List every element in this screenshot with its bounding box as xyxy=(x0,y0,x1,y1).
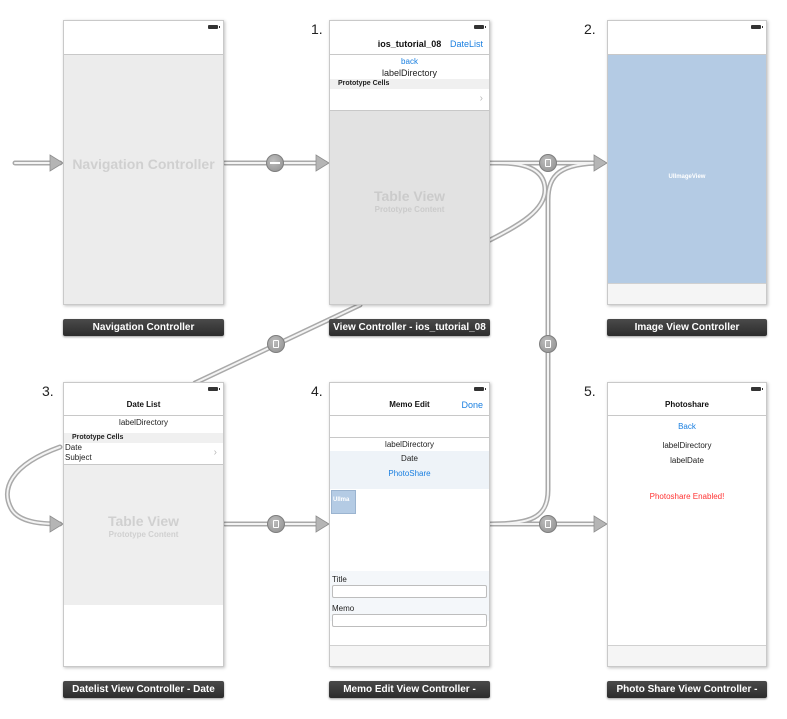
nav-bar-divider xyxy=(330,54,489,55)
prototype-cells-label: Prototype Cells xyxy=(72,434,124,441)
arrowhead-nav xyxy=(49,154,64,172)
memo-field[interactable] xyxy=(332,614,487,627)
prototype-cells-header xyxy=(330,79,489,89)
cell-date-label: Date xyxy=(65,443,82,452)
navigation-controller-scene[interactable]: Navigation Controller xyxy=(63,20,224,305)
label-directory: labelDirectory xyxy=(381,68,438,78)
memo-label: Memo xyxy=(332,604,355,613)
battery-icon xyxy=(208,25,220,29)
memo-nav-title: Memo Edit xyxy=(389,400,430,409)
image-thumbnail[interactable] xyxy=(331,490,356,514)
toolbar xyxy=(608,283,766,304)
toolbar xyxy=(608,645,766,666)
arrowhead-datelist xyxy=(49,515,64,533)
vc-nav-title: ios_tutorial_08 xyxy=(377,39,442,49)
table-view-title: Table View xyxy=(373,188,446,204)
nav-controller-body xyxy=(64,55,223,304)
image-view-controller-label[interactable]: Image View Controller xyxy=(607,319,767,336)
view-controller-label[interactable]: View Controller - ios_tutorial_08 xyxy=(329,319,490,336)
field-divider xyxy=(330,437,489,438)
prototype-content-label: Prototype Content xyxy=(108,530,179,539)
nav-bar-divider xyxy=(608,415,766,416)
push-segue-icon[interactable] xyxy=(539,154,557,172)
battery-icon xyxy=(208,387,220,391)
image-view-controller-scene[interactable]: UIImageView xyxy=(607,20,767,305)
back-button[interactable]: Back xyxy=(678,422,696,431)
cell-divider xyxy=(64,464,223,465)
relationship-segue-icon[interactable] xyxy=(266,154,284,172)
memo-edit-view-controller-label[interactable]: Memo Edit View Controller - xyxy=(329,681,490,698)
arrowhead-photo xyxy=(593,515,608,533)
push-segue-icon[interactable] xyxy=(539,515,557,533)
nav-controller-label[interactable]: Navigation Controller xyxy=(63,319,224,336)
image-view[interactable] xyxy=(608,55,766,283)
prototype-content-label: Prototype Content xyxy=(374,205,445,214)
photo-share-view-controller-label[interactable]: Photo Share View Controller - xyxy=(607,681,767,698)
chevron-right-icon: › xyxy=(479,93,483,104)
title-field[interactable] xyxy=(332,585,487,598)
cell-divider xyxy=(330,110,489,111)
datelist-nav-title: Date List xyxy=(126,400,161,409)
memo-edit-view-controller-scene[interactable]: Memo Edit Done labelDirectory Date Photo… xyxy=(329,382,490,667)
date-section xyxy=(330,451,489,489)
scene-number-5: 5. xyxy=(584,383,596,399)
photo-share-view-controller-scene[interactable]: Photoshare Back labelDirectory labelDate… xyxy=(607,382,767,667)
push-segue-icon[interactable] xyxy=(267,515,285,533)
image-thumbnail-label: UIIma xyxy=(333,497,350,503)
battery-icon xyxy=(474,25,486,29)
title-label: Title xyxy=(332,575,347,584)
view-controller-scene[interactable]: ios_tutorial_08 DateList back labelDirec… xyxy=(329,20,490,305)
prototype-cells-label: Prototype Cells xyxy=(338,80,390,87)
scene-number-1: 1. xyxy=(311,21,323,37)
label-directory: labelDirectory xyxy=(662,441,712,450)
label-directory: labelDirectory xyxy=(119,418,168,427)
nav-bar-divider xyxy=(608,54,766,55)
arrowhead-vc xyxy=(315,154,330,172)
nav-controller-title: Navigation Controller xyxy=(72,156,215,172)
scene-number-4: 4. xyxy=(311,383,323,399)
photoshare-enabled-label: Photoshare Enabled! xyxy=(649,492,725,501)
cell-subject-label: Subject xyxy=(65,453,92,462)
battery-icon xyxy=(751,387,763,391)
arrowhead-image xyxy=(593,154,608,172)
back-button[interactable]: back xyxy=(401,57,418,66)
table-view-title: Table View xyxy=(107,513,180,529)
battery-icon xyxy=(474,387,486,391)
photoshare-button[interactable]: PhotoShare xyxy=(388,469,431,478)
datelist-nav-button[interactable]: DateList xyxy=(449,39,483,49)
vc-table-to-image-line xyxy=(487,160,548,243)
photoshare-nav-title: Photoshare xyxy=(664,400,709,409)
push-segue-icon[interactable] xyxy=(539,335,557,353)
nav-bar-divider xyxy=(64,415,223,416)
push-segue-icon[interactable] xyxy=(267,335,285,353)
datelist-view-controller-scene[interactable]: Date List labelDirectory Prototype Cells… xyxy=(63,382,224,667)
chevron-right-icon: › xyxy=(213,447,217,458)
nav-bar-divider xyxy=(64,54,223,55)
arrowhead-memo xyxy=(315,515,330,533)
date-label: Date xyxy=(401,454,418,463)
label-directory: labelDirectory xyxy=(385,440,434,449)
scene-number-2: 2. xyxy=(584,21,596,37)
battery-icon xyxy=(751,25,763,29)
nav-bar-divider xyxy=(330,415,489,416)
table-view-area[interactable] xyxy=(64,465,223,605)
datelist-view-controller-label[interactable]: Datelist View Controller - Date xyxy=(63,681,224,698)
done-button[interactable]: Done xyxy=(461,400,483,410)
prototype-cells-header xyxy=(64,433,223,443)
toolbar xyxy=(330,645,489,666)
label-date: labelDate xyxy=(670,456,704,465)
image-view-label: UIImageView xyxy=(668,174,706,180)
scene-number-3: 3. xyxy=(42,383,54,399)
table-view-area[interactable] xyxy=(330,111,489,304)
